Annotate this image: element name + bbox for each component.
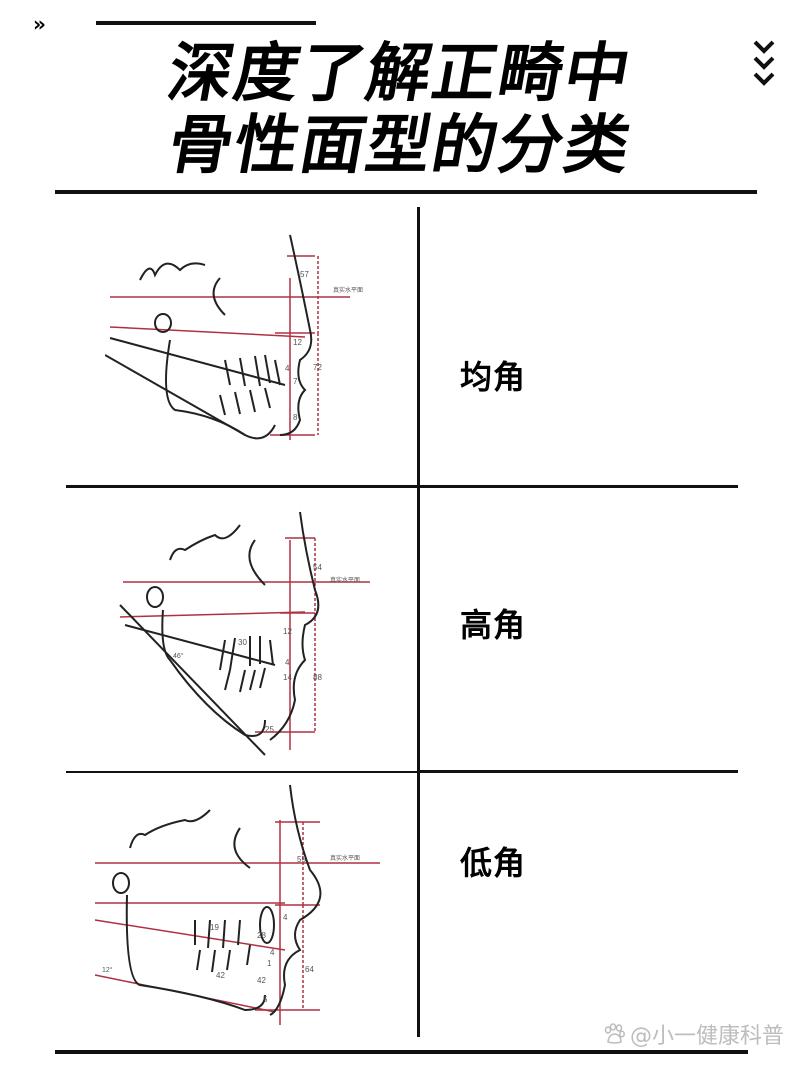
angle-label: 12° [102,966,113,974]
row-label-high-angle: 高角 [460,606,527,644]
measure-64: 64 [305,965,314,974]
measure-4-lower: 4 [270,948,275,957]
watermark: @小一健康科普 [602,1018,784,1050]
plane-label: 真实水平面 [330,576,360,584]
measure-5: 5 [263,995,268,1004]
baidu-paw-icon [604,1023,625,1044]
header-accent-line [96,21,316,25]
triple-chevron-down-icon [752,34,776,98]
measure-42: 42 [216,971,225,980]
measure-4: 4 [283,913,288,922]
column-divider [417,207,420,1037]
measure-55: 55 [297,855,306,864]
page-title-line-2: 骨性面型的分类 [162,109,638,183]
measure-30: 30 [238,638,247,647]
row-separator-1 [66,485,738,488]
row-separator-2-right [418,770,738,773]
measure-14: 14 [283,673,292,682]
measure-12: 12 [283,627,292,636]
plane-label: 真实水平面 [330,854,360,862]
cephalometric-diagram-high-angle: 54 88 12 4 14 30 25 46° 真实水平面 [105,500,405,760]
watermark-text: @小一健康科普 [629,1024,784,1049]
row-label-low-angle: 低角 [460,844,527,882]
measure-57: 57 [300,270,309,279]
measure-8: 8 [293,413,298,422]
angle-label: 46° [173,652,184,660]
table-top-rule [55,190,757,194]
measure-72: 72 [313,363,322,372]
measure-25: 25 [265,725,274,734]
measure-1: 1 [267,959,272,968]
measure-7: 7 [293,377,298,386]
measure-4: 4 [285,364,290,373]
row-separator-2-left [66,771,418,773]
measure-28: 28 [257,931,266,940]
double-chevron-right-icon: » [33,12,46,36]
measure-42-b: 42 [257,976,266,985]
measure-88: 88 [313,673,322,682]
measure-54: 54 [313,563,322,572]
measure-4: 4 [285,658,290,667]
cephalometric-diagram-low-angle: 55 64 4 19 28 4 1 42 42 5 12° 真实水平面 [85,780,395,1030]
measure-19: 19 [210,923,219,932]
page-title-line-1: 深度了解正畸中 [162,37,638,111]
table-bottom-rule [55,1050,748,1054]
measure-12: 12 [293,338,302,347]
row-label-average-angle: 均角 [460,358,527,396]
plane-label: 真实水平面 [333,286,363,294]
cephalometric-diagram-average-angle: 57 72 12 4 7 8 真实水平面 [105,220,405,470]
